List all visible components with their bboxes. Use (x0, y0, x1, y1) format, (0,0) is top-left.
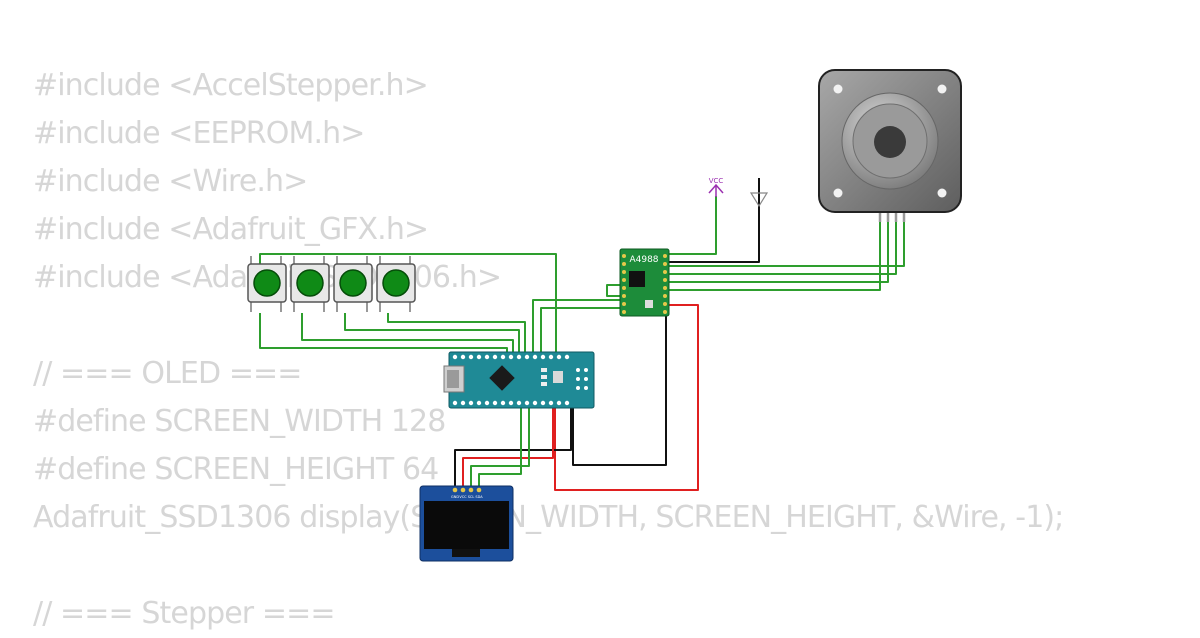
code-line: #include <EEPROM.h> (33, 116, 365, 151)
wire-button-1 (259, 313, 508, 356)
code-line: #include <AccelStepper.h> (33, 68, 429, 103)
a4988-driver[interactable]: A4988 (619, 248, 670, 317)
pushbutton-2[interactable] (290, 256, 330, 312)
wire-button-3 (344, 313, 520, 356)
trim-potentiometer (645, 300, 653, 308)
wire-enable (606, 284, 623, 297)
oled-pin-sda: SDA (475, 495, 483, 499)
wire-driver-vcc (666, 196, 717, 255)
wire-coil-4 (666, 212, 881, 291)
oled-pin-gnd: GND (451, 495, 459, 499)
wire-dir (540, 307, 623, 356)
wire-oled-sda (478, 406, 522, 489)
pushbutton-4[interactable] (376, 256, 416, 312)
wire-step (532, 299, 623, 356)
vcc-label: VCC (709, 177, 724, 185)
pushbutton-1[interactable] (247, 256, 287, 312)
wire-oled-scl (470, 406, 530, 489)
code-line: #define SCREEN_HEIGHT 64 (33, 452, 439, 487)
wire-coil-1 (666, 212, 905, 267)
stepper-motor[interactable] (818, 69, 962, 222)
arduino-nano[interactable] (443, 351, 595, 409)
code-line: // === Stepper === (33, 596, 335, 631)
oled-screen (424, 501, 509, 549)
code-line: // === OLED === (33, 356, 302, 391)
wire-coil-3 (666, 212, 889, 283)
driver-chip (629, 271, 645, 287)
oled-pin-vcc: VCC (459, 495, 467, 499)
oled-pin-scl: SCL (468, 495, 475, 499)
wire-driver-gnd (666, 178, 760, 263)
code-line: #include <Wire.h> (33, 164, 308, 199)
oled-display[interactable]: GND VCC SCL SDA (419, 485, 514, 562)
pushbutton-3[interactable] (333, 256, 373, 312)
wire-coil-2 (666, 212, 897, 275)
wire-buttons-common (259, 253, 557, 356)
wire-button-4 (387, 313, 526, 356)
vcc-symbol: VCC (708, 177, 724, 197)
wire-oled-vcc (462, 406, 554, 489)
code-line: #include <Adafruit_GFX.h> (33, 212, 429, 247)
wire-gnd (572, 312, 667, 466)
motor-shaft (874, 126, 906, 158)
wire-5v (554, 304, 699, 491)
microcontroller-chip (489, 365, 515, 391)
code-line: #define SCREEN_WIDTH 128 (33, 404, 446, 439)
wire-button-2 (301, 313, 514, 356)
driver-label: A4988 (629, 255, 658, 265)
ground-symbol (749, 178, 769, 208)
wire-oled-gnd (454, 406, 572, 489)
